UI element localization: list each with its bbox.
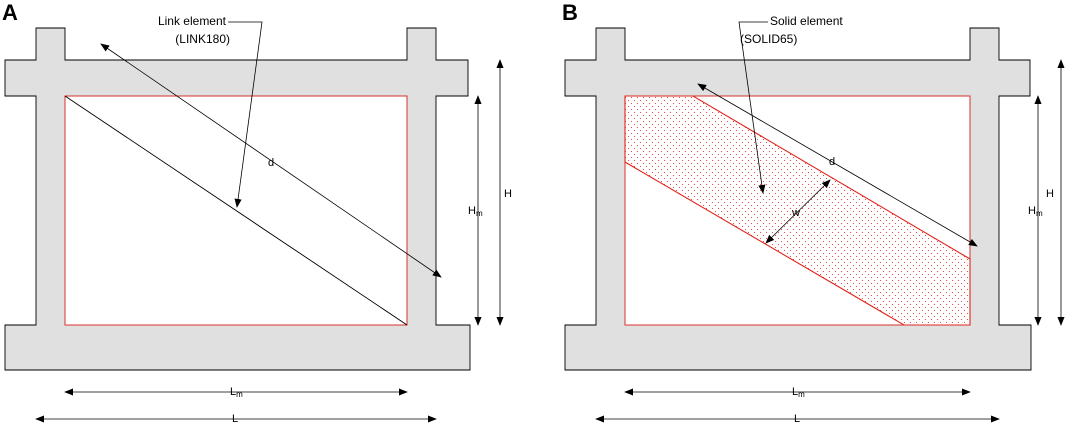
panel-b-letter: B [562, 0, 578, 25]
panel-a: A d Link element (LINK180) H Hm Lm L [2, 0, 512, 425]
panel-b-strut-width-dimension [765, 179, 831, 244]
panel-b-inner-width-label: Lm [792, 386, 805, 399]
panel-a-frame [4, 27, 471, 371]
panel-a-diagonal-dimension [100, 43, 442, 278]
panel-b-inner-height-label: Hm [1028, 205, 1043, 218]
panel-a-letter: A [2, 0, 18, 25]
panel-b-height-label: H [1046, 188, 1054, 200]
panel-b-width-label: L [794, 413, 800, 425]
panel-a-diagonal-label: d [268, 157, 274, 169]
panel-a-callout-leader [228, 21, 263, 208]
panel-a-height-label: H [504, 188, 512, 200]
panel-b-callout-type: (SOLID65) [740, 32, 797, 46]
panel-a-inner-height-label: Hm [468, 205, 483, 218]
panel-b: B d w Solid element (SOLID65) H Hm Lm L [562, 0, 1065, 425]
panel-b-callout-title: Solid element [770, 14, 843, 28]
panel-a-callout-type: (LINK180) [175, 32, 230, 46]
panel-a-width-label: L [232, 413, 238, 425]
panel-a-callout-title: Link element [158, 14, 227, 28]
panel-b-strut-width-label: w [791, 207, 800, 219]
panel-a-link-strut [64, 95, 408, 326]
panel-b-diagonal-dimension [697, 83, 978, 247]
panel-b-diagonal-label: d [829, 156, 835, 168]
panel-b-callout-leader [738, 21, 768, 194]
panel-a-inner-width-label: Lm [230, 386, 243, 399]
